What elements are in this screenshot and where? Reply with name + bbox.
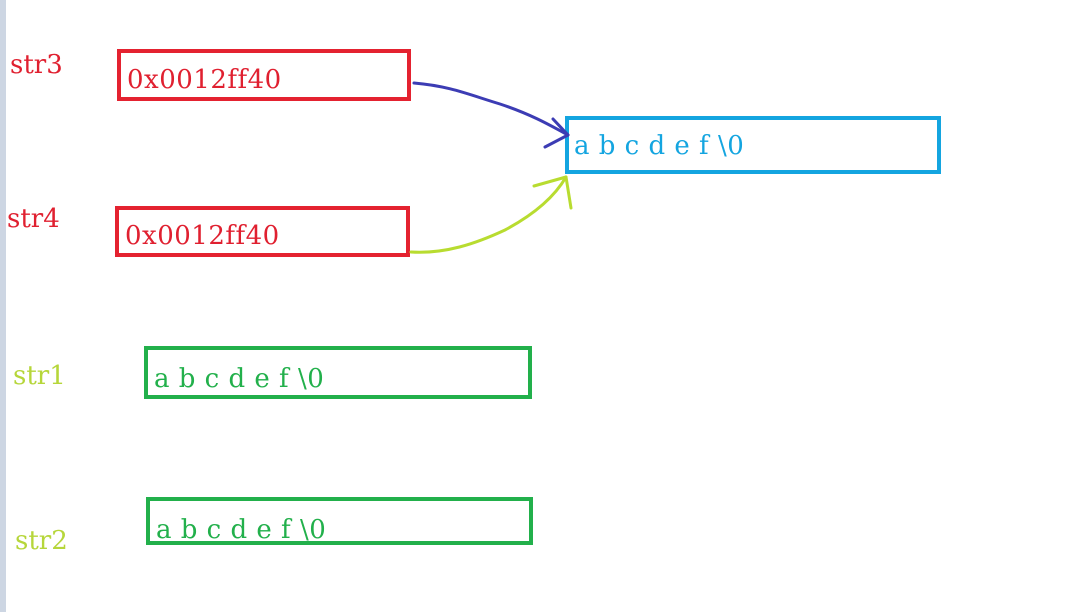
str1-label: str1 (13, 361, 66, 391)
str1-array-chars: a b c d e f \0 (154, 364, 325, 394)
str4-arrowhead (532, 175, 573, 210)
string-literal-chars: a b c d e f \0 (574, 131, 745, 161)
str3-pointer-value: 0x0012ff40 (127, 65, 282, 95)
string-literal-box: a b c d e f \0 (565, 116, 941, 174)
str3-arrow-shaft (412, 81, 570, 137)
str3-arrow (412, 81, 570, 149)
str4-label: str4 (7, 204, 60, 234)
str4-arrow-shaft (409, 175, 568, 254)
left-edge-strip (0, 0, 6, 612)
str4-pointer-box: 0x0012ff40 (115, 206, 410, 257)
str1-array-box: a b c d e f \0 (144, 346, 532, 399)
str2-label: str2 (15, 526, 68, 556)
str2-array-box: a b c d e f \0 (146, 497, 533, 545)
str3-label: str3 (10, 50, 63, 80)
str2-array-chars: a b c d e f \0 (156, 515, 327, 545)
str4-pointer-value: 0x0012ff40 (125, 221, 280, 251)
str4-arrow (409, 175, 573, 254)
str3-arrowhead (543, 117, 570, 149)
str3-pointer-box: 0x0012ff40 (117, 49, 411, 101)
